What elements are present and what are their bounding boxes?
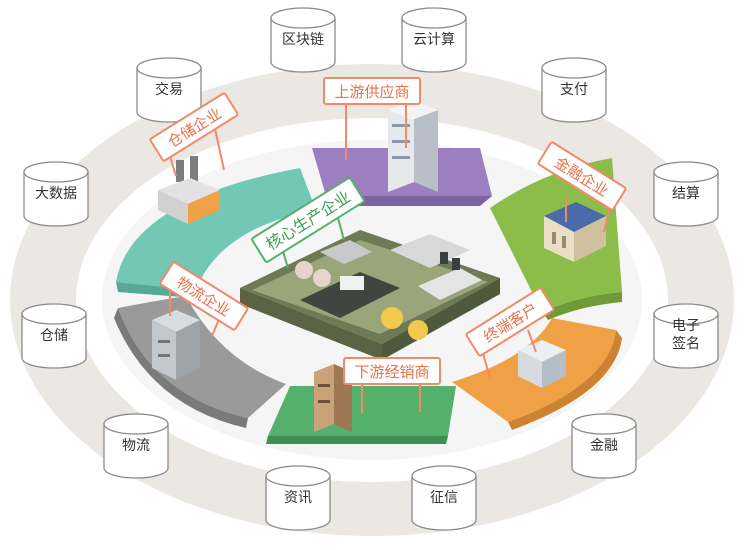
warehouse-factory-icon — [158, 156, 220, 224]
logistics-building-icon — [152, 310, 200, 380]
cylinder-top — [265, 465, 331, 487]
ring-node: 大数据 — [23, 161, 89, 227]
cylinder-body — [270, 18, 336, 73]
cylinder-body — [411, 476, 477, 531]
ring-node: 物流 — [103, 413, 169, 479]
ring-node: 交易 — [136, 57, 202, 123]
ring-node-label: 大数据 — [35, 186, 77, 202]
ring-node-label: 金融 — [590, 438, 618, 454]
ring-node: 资讯 — [265, 465, 331, 531]
cylinder-body — [401, 18, 467, 73]
cylinder-top — [401, 7, 467, 29]
finance-building-icon — [544, 202, 606, 262]
cylinder-top — [411, 465, 477, 487]
ring-node-label: 结算 — [672, 186, 700, 202]
cylinder-body — [653, 314, 719, 369]
ring-node-label: 电子 — [672, 318, 700, 334]
ring-node: 仓储 — [21, 303, 87, 369]
ring-node-label: 仓储 — [40, 328, 68, 344]
ring-node-label: 征信 — [430, 490, 458, 506]
ring-node-label: 物流 — [122, 438, 150, 454]
cylinder-body — [541, 68, 607, 123]
cylinder-body — [21, 314, 87, 369]
terminal-building-icon — [518, 340, 566, 388]
ring-node-label: 区块链 — [282, 32, 324, 48]
ring-node: 征信 — [411, 465, 477, 531]
cylinder-top — [571, 413, 637, 435]
cylinder-top — [136, 57, 202, 79]
cylinder-top — [653, 303, 719, 325]
ring-node: 金融 — [571, 413, 637, 479]
cylinder-top — [23, 161, 89, 183]
ring-node: 结算 — [653, 161, 719, 227]
cylinder-top — [541, 57, 607, 79]
ring-node-label: 交易 — [155, 81, 183, 98]
label-downstream: 下游经销商 — [343, 357, 441, 414]
core-factory-platform — [240, 230, 500, 360]
ring-node-label: 签名 — [672, 335, 700, 352]
ring-node-label: 云计算 — [413, 32, 455, 48]
cylinder-body — [571, 424, 637, 479]
cylinder-top — [21, 303, 87, 325]
cylinder-body — [103, 424, 169, 479]
cylinder-body — [653, 172, 719, 227]
ring-node-label: 支付 — [560, 82, 588, 98]
label-upstream: 上游供应商 — [323, 77, 421, 160]
label-downstream-text: 下游经销商 — [354, 363, 429, 381]
cylinder-top — [103, 413, 169, 435]
cylinder-body — [265, 476, 331, 531]
cylinder-top — [270, 7, 336, 29]
upstream-building-icon — [388, 100, 438, 192]
ring-node-label: 资讯 — [284, 490, 312, 506]
ring-node: 区块链 — [270, 7, 336, 73]
ring-node: 支付 — [541, 57, 607, 123]
cylinder-top — [653, 161, 719, 183]
ring-node: 云计算 — [401, 7, 467, 73]
cylinder-body — [23, 172, 89, 227]
label-upstream-text: 上游供应商 — [334, 83, 409, 101]
